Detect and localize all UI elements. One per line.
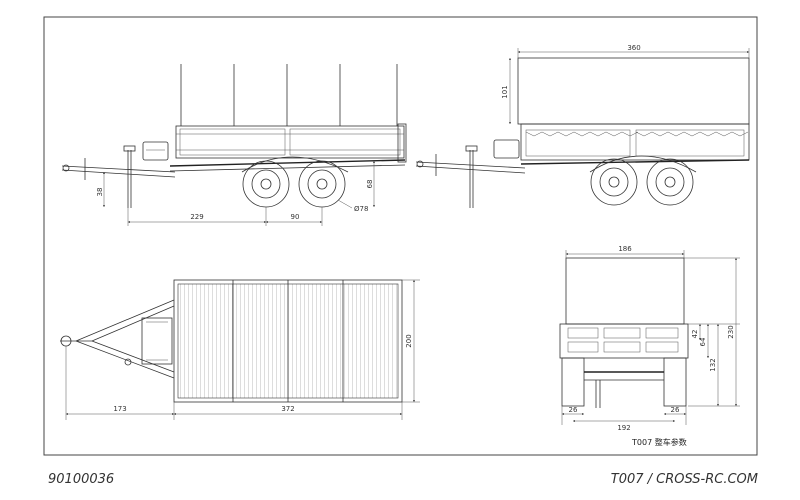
- dim-rail-height: 42: [691, 330, 699, 339]
- side-view: 38 229 90 Ø78 68: [61, 64, 407, 226]
- dim-wheel-diameter: Ø78: [354, 205, 368, 213]
- dim-track: 192: [617, 424, 630, 432]
- dim-axle-spacing: 90: [291, 213, 300, 221]
- dim-side-height: 64: [699, 337, 707, 346]
- site-credit: T007 / CROSS-RC.COM: [610, 472, 758, 487]
- dim-bed-height: 132: [709, 358, 717, 371]
- dim-total-height: 230: [727, 325, 735, 338]
- dim-length: 360: [627, 44, 640, 52]
- dim-wheel-width-left: 26: [569, 406, 578, 414]
- dim-cover-height: 101: [501, 85, 509, 98]
- spec-caption: T007 整车参数: [632, 438, 687, 447]
- drawing-border: [43, 16, 758, 456]
- dim-bed-width: 200: [405, 334, 413, 347]
- dim-overall-height: 68: [366, 180, 374, 189]
- rear-view: 186 42 64 132 230 26 192 26: [559, 245, 740, 432]
- covered-side-view: 360 101: [415, 44, 750, 208]
- dim-wheelbase-front: 229: [190, 213, 203, 221]
- dim-tongue: 173: [113, 405, 126, 413]
- dim-chassis-height: 38: [96, 188, 104, 197]
- dim-wheel-width-right: 26: [671, 406, 680, 414]
- dim-bed-length: 372: [281, 405, 294, 413]
- dim-cover-width: 186: [618, 245, 632, 253]
- part-number: 90100036: [48, 472, 115, 487]
- top-view: 173 372 200: [60, 279, 420, 420]
